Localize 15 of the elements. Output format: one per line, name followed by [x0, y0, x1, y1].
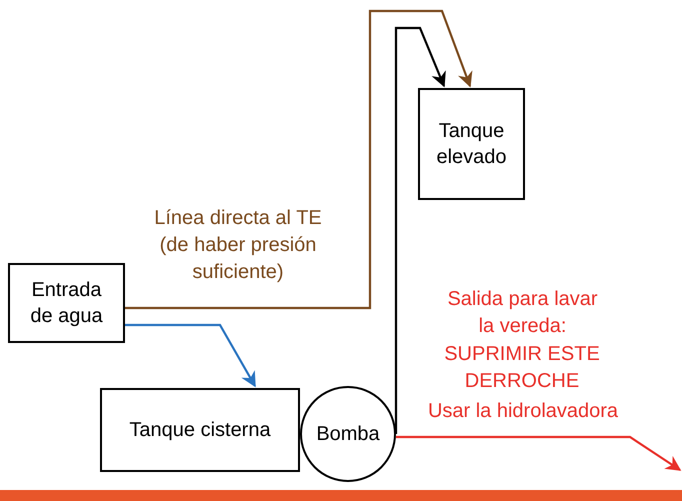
- note-text: Usar la hidrolavadora: [426, 399, 620, 424]
- tank-box: [8, 263, 125, 343]
- arrow: [125, 324, 256, 388]
- tank-box: [100, 388, 300, 472]
- arrow: [396, 436, 682, 471]
- note-text: SUPRIMIR ESTE DERROCHE: [443, 342, 601, 394]
- arrow: [125, 10, 472, 310]
- edge-label: Línea directa al TE (de haber presión suficiente): [153, 206, 323, 285]
- node-label: Bomba: [316, 422, 380, 447]
- node-label: Entrada de agua: [29, 278, 104, 329]
- node-label: Tanque cisterna: [129, 418, 271, 443]
- note-text: Salida para lavar la vereda:: [446, 287, 599, 339]
- arrow: [394, 26, 446, 434]
- node-label: Tanque elevado: [436, 119, 507, 170]
- tank-box: [418, 88, 525, 200]
